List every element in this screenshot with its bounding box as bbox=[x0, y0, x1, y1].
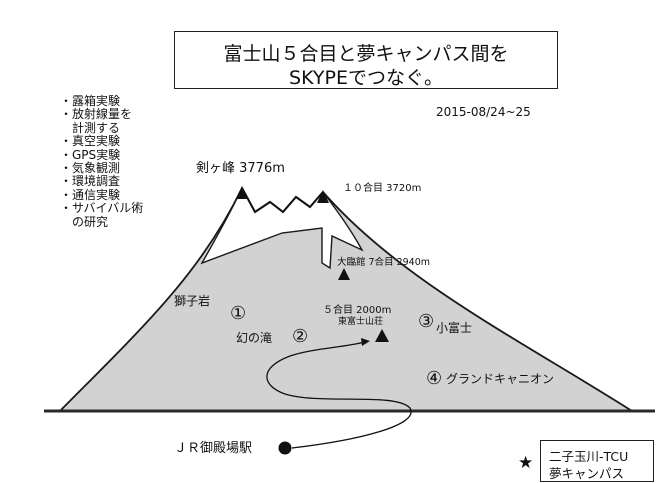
title-box: 富士山５合目と夢キャンパス間を SKYPEでつなぐ。 bbox=[174, 31, 558, 89]
activity-item: ・GPS実験 bbox=[60, 147, 121, 162]
activity-item: ・サバイバル術 bbox=[60, 201, 144, 216]
fifth-station-marker bbox=[375, 329, 389, 342]
fifth-station-hut-label: 東富士山荘 bbox=[338, 317, 384, 327]
tenth-station-label: １０合目 3720m bbox=[343, 183, 422, 194]
campus-box: 二子玉川-TCU 夢キャンパス bbox=[540, 440, 654, 482]
activity-item: ・環境調査 bbox=[60, 174, 121, 189]
activity-item: ・露箱実験 bbox=[60, 94, 121, 108]
shishiiwa-label: 獅子岩 bbox=[174, 294, 211, 308]
seventh-station-marker bbox=[338, 268, 350, 280]
star-icon: ★ bbox=[518, 453, 533, 473]
kengamine-peak-marker bbox=[236, 186, 248, 199]
spot-number-1: ① bbox=[230, 303, 247, 324]
event-date: 2015-08/24~25 bbox=[436, 105, 531, 119]
jr-station-label: ＪＲ御殿場駅 bbox=[174, 441, 253, 456]
activity-item: ・放射線量を bbox=[60, 107, 133, 122]
kofuji-label: 小富士 bbox=[436, 321, 473, 335]
grand-canyon-label: グランドキャニオン bbox=[446, 372, 555, 386]
kengamine-label: 剣ヶ峰 3776m bbox=[196, 161, 285, 176]
route-line bbox=[266, 341, 412, 449]
maboroshi-falls-label: 幻の滝 bbox=[236, 331, 273, 345]
campus-line-2: 夢キャンパス bbox=[549, 466, 625, 481]
activity-item: 計測する bbox=[60, 120, 121, 135]
activity-list: ・露箱実験 ・放射線量を 計測する ・真空実験 ・GPS実験 ・気象観測 ・環境… bbox=[60, 94, 144, 229]
fifth-station-label: ５合目 2000m bbox=[323, 305, 392, 316]
title-line-1: 富士山５合目と夢キャンパス間を bbox=[223, 43, 509, 65]
tenth-station-marker bbox=[317, 190, 329, 203]
spot-number-4: ④ bbox=[426, 368, 443, 389]
title-line-2: SKYPEでつなぐ。 bbox=[289, 67, 443, 89]
spot-number-3: ③ bbox=[418, 311, 435, 332]
seventh-station-label: 大臨館 7合目 2940m bbox=[337, 257, 431, 268]
activity-item: ・気象観測 bbox=[60, 161, 121, 176]
campus-line-1: 二子玉川-TCU bbox=[549, 449, 629, 464]
route-arrowhead bbox=[361, 338, 370, 346]
activity-item: ・真空実験 bbox=[60, 134, 121, 149]
jr-station-dot bbox=[278, 441, 292, 455]
activity-item: ・通信実験 bbox=[60, 187, 121, 202]
activity-item: の研究 bbox=[60, 214, 109, 229]
spot-number-2: ② bbox=[292, 326, 309, 347]
summit-ridge bbox=[241, 187, 324, 214]
